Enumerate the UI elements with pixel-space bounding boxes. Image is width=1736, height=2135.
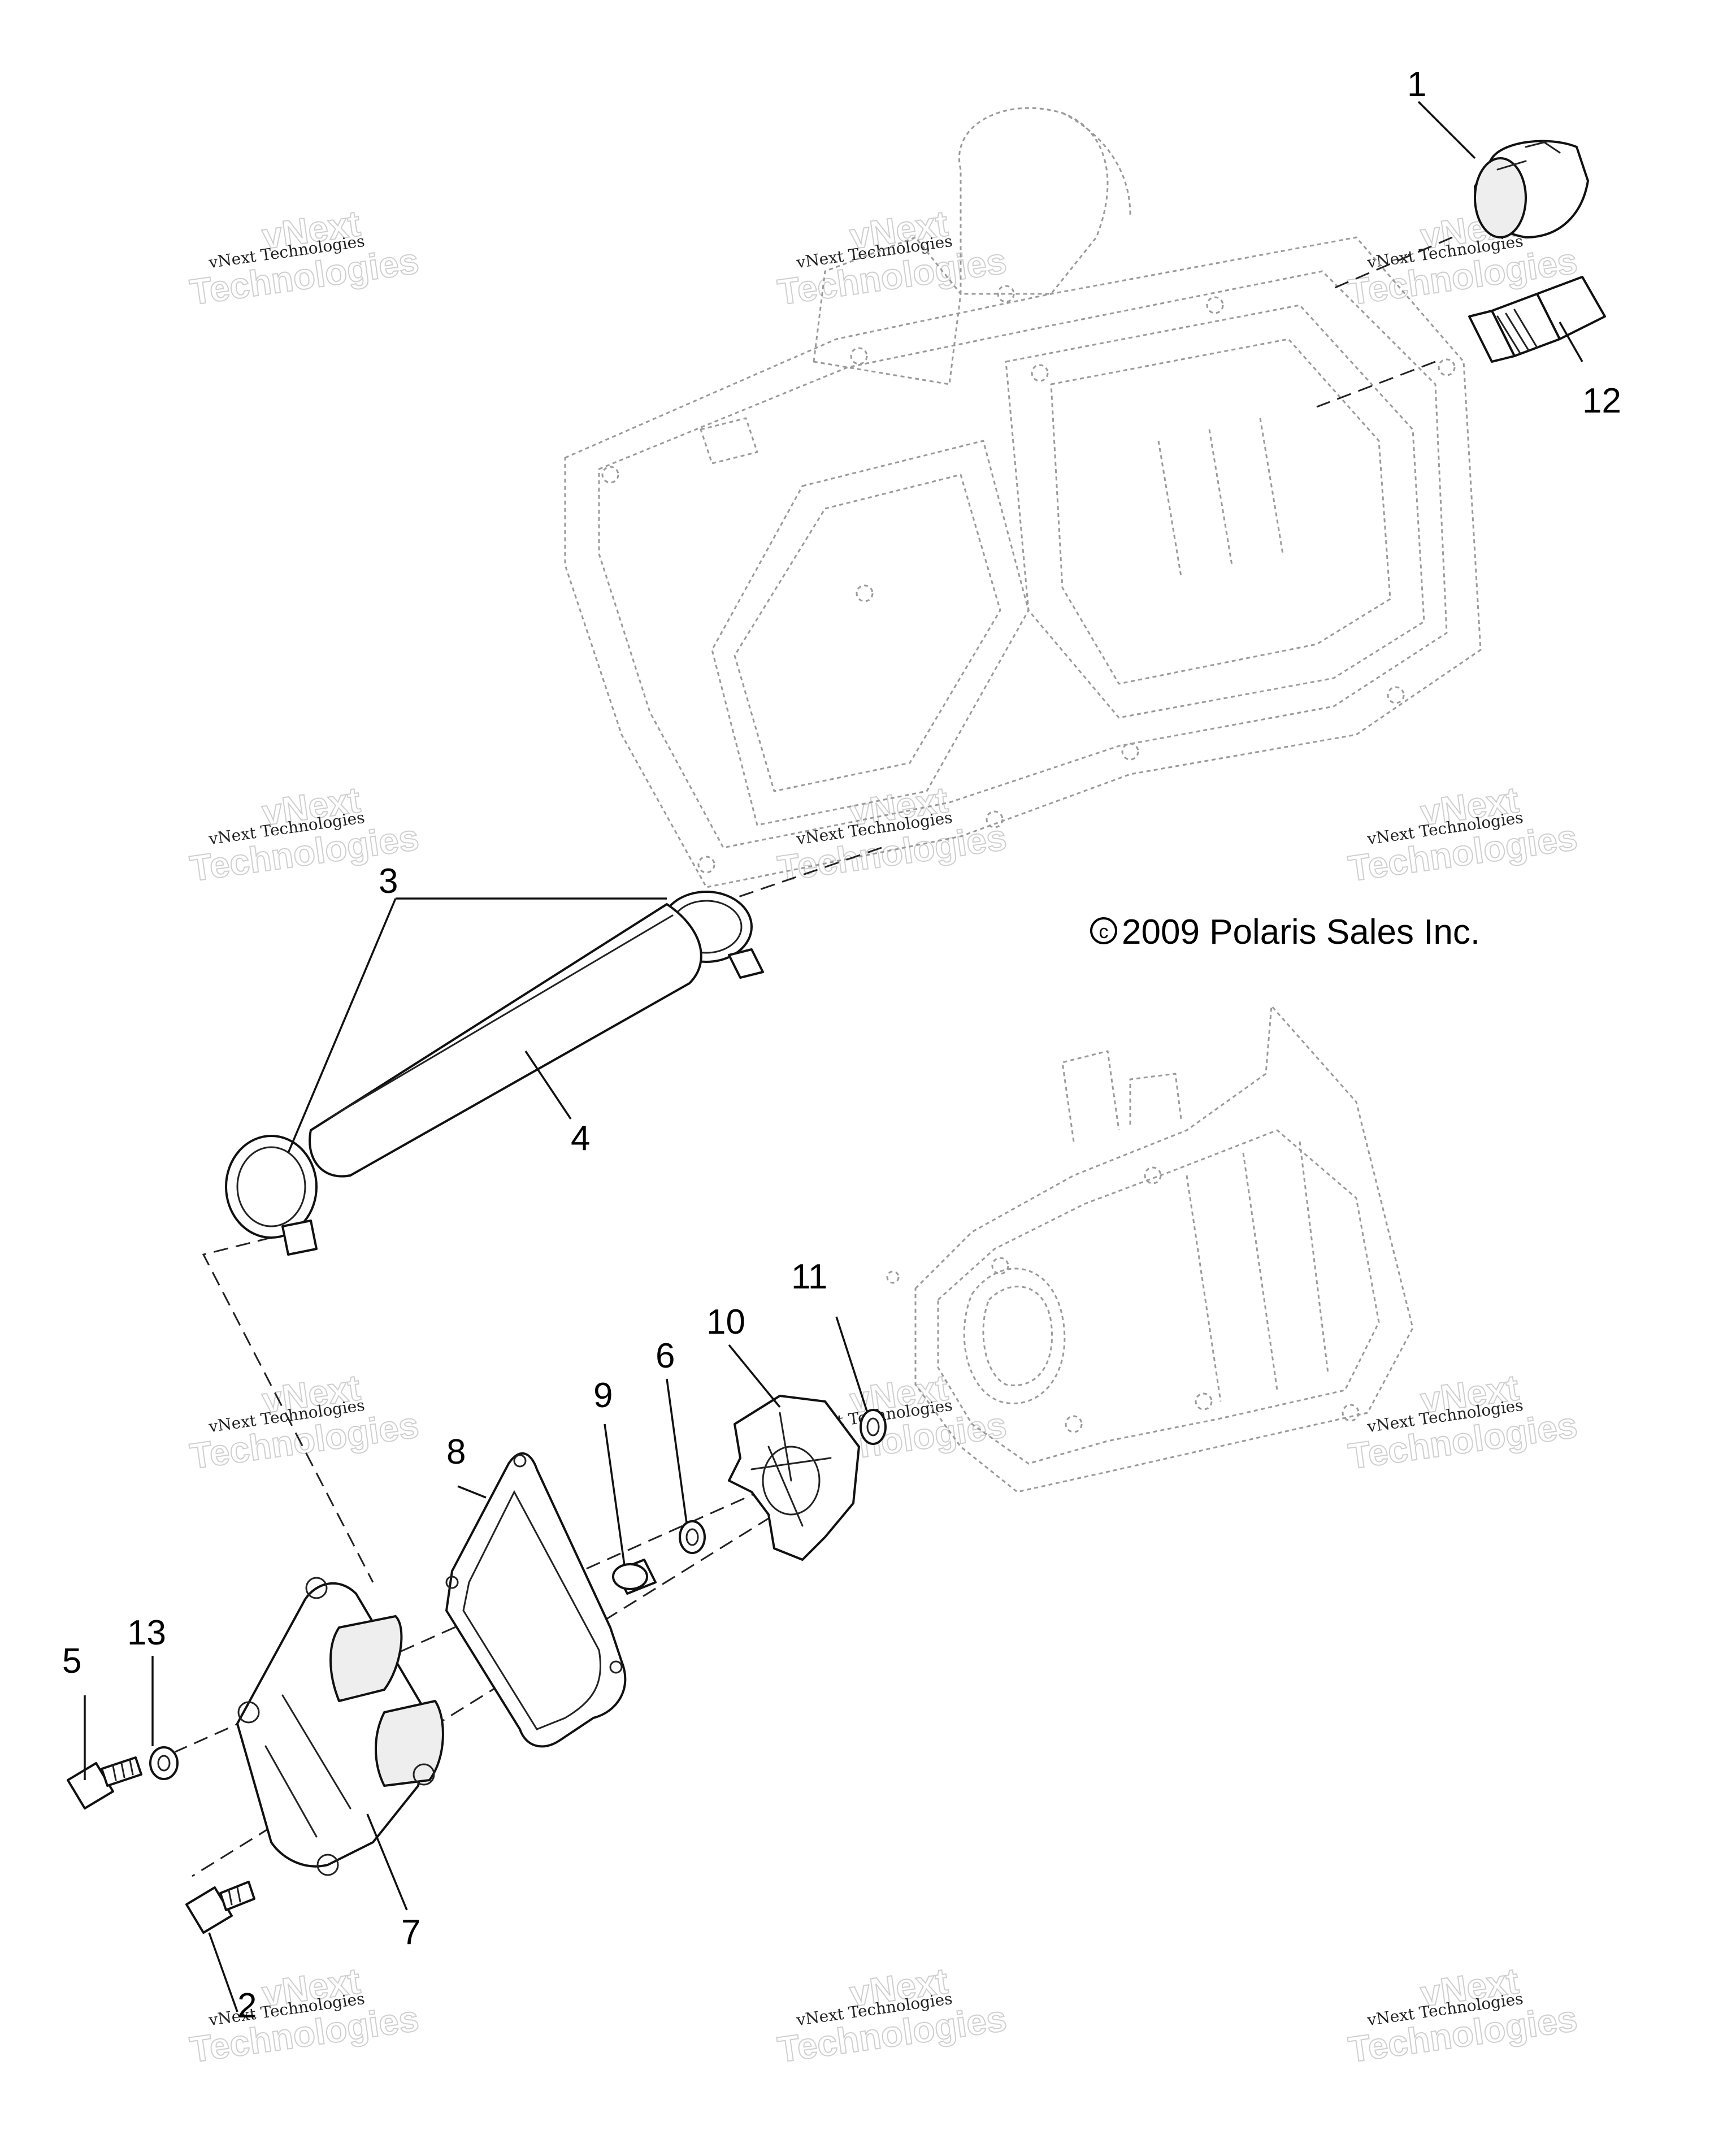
part-2-bolt <box>185 1881 255 1934</box>
cylinder-head-ghost <box>564 107 1482 888</box>
callout-1: 1 <box>1407 65 1426 104</box>
copyright-notice: c 2009 Polaris Sales Inc. <box>1090 913 1480 952</box>
part-1-thermostat-cap <box>1474 140 1589 238</box>
part-8-gasket <box>445 1452 627 1748</box>
watermark-7: vNext vNext Technologies Technologies <box>187 1366 422 1477</box>
part-5-bolt <box>67 1756 142 1809</box>
callout-7: 7 <box>401 1913 420 1952</box>
watermark-6: vNext vNext Technologies Technologies <box>1346 779 1581 889</box>
copyright-text: 2009 Polaris Sales Inc. <box>1122 913 1480 952</box>
copyright-symbol-letter: c <box>1099 921 1109 943</box>
watermark-9: vNext vNext Technologies Technologies <box>1346 1366 1581 1477</box>
part-13-washer <box>149 1746 179 1780</box>
part-10-impeller <box>728 1395 860 1561</box>
part-4-coolant-hose <box>309 903 702 1178</box>
copyright-symbol-ring <box>1090 917 1117 944</box>
part-3-clamp-lower <box>225 1135 318 1256</box>
callout-12: 12 <box>1582 381 1621 420</box>
callout-10: 10 <box>706 1303 745 1342</box>
watermark-5: vNext vNext Technologies Technologies <box>775 779 1010 889</box>
callout-4: 4 <box>571 1119 590 1158</box>
callout-11: 11 <box>791 1257 827 1296</box>
watermark-2: vNext vNext Technologies Technologies <box>775 202 1010 313</box>
part-12-temp-sensor <box>1468 276 1606 363</box>
callout-13: 13 <box>127 1613 166 1652</box>
watermark-1: vNext vNext Technologies Technologies <box>187 202 422 313</box>
callout-5: 5 <box>62 1642 81 1681</box>
callout-6: 6 <box>656 1336 675 1375</box>
crankcase-ghost <box>886 1005 1414 1493</box>
part-11-seal <box>860 1409 887 1445</box>
part-9-pump-seal <box>612 1559 657 1595</box>
watermark-11: vNext vNext Technologies Technologies <box>775 1960 1010 2071</box>
callout-2: 2 <box>237 1986 257 2025</box>
watermark-10: vNext vNext Technologies Technologies <box>187 1960 422 2071</box>
callouts: 1 2 3 4 5 6 7 8 9 10 11 12 13 <box>62 65 1621 2025</box>
part-6-washer <box>679 1520 706 1554</box>
callout-9: 9 <box>593 1376 613 1415</box>
watermark-12: vNext vNext Technologies Technologies <box>1346 1960 1581 2071</box>
callout-3: 3 <box>379 862 398 901</box>
part-7-pump-cover <box>236 1577 444 1876</box>
callout-8: 8 <box>446 1433 466 1472</box>
leader-lines <box>84 101 1583 2012</box>
